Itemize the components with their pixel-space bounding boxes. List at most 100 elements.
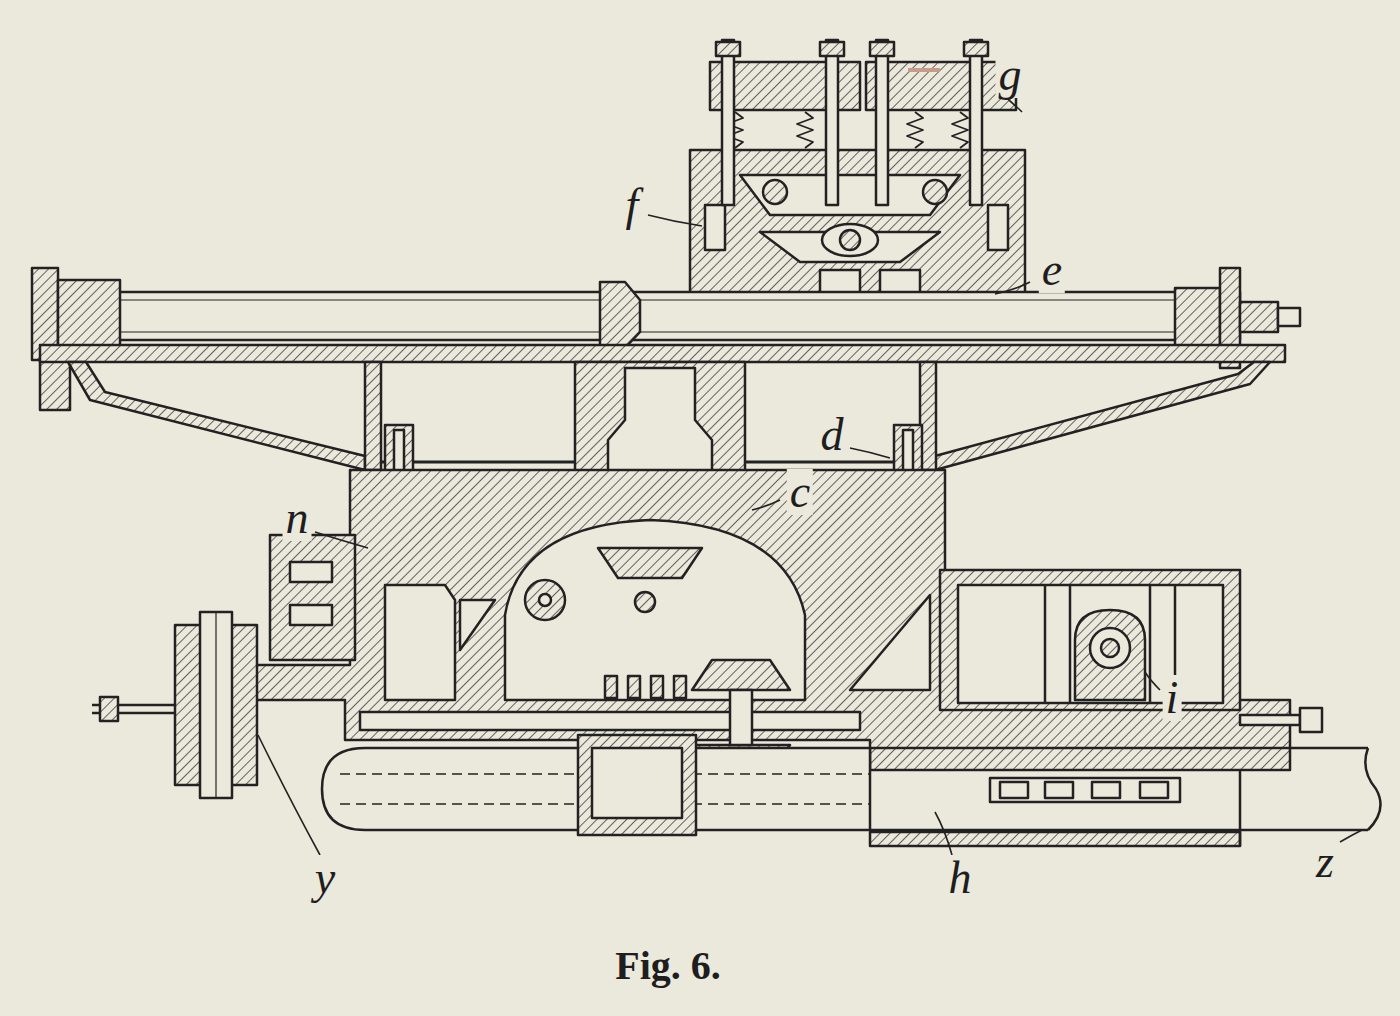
drawing-line: [1240, 302, 1278, 332]
drawing-line: [964, 42, 988, 56]
drawing-line: [923, 180, 947, 204]
drawing-line: [322, 748, 870, 830]
drawing-line: [258, 735, 320, 855]
part-letter: f: [623, 182, 642, 228]
bearing-box: [940, 570, 1322, 732]
drawing-line: [1045, 782, 1073, 798]
drawing-line: [1239, 770, 1242, 846]
drawing-line: [995, 282, 1030, 294]
drawing-line: [40, 360, 70, 410]
drawing-line: [1101, 639, 1119, 657]
drawing-line: [32, 40, 1381, 855]
part-letter: h: [946, 855, 975, 901]
drawing-line: [270, 535, 355, 660]
drawing-line: [360, 712, 860, 730]
drawing-line: [1175, 288, 1220, 346]
drawing-line: [1075, 610, 1145, 700]
part-letter: n: [283, 495, 312, 541]
part-letter: d: [818, 412, 847, 458]
drawing-line: [505, 520, 805, 700]
gear-housing: [255, 470, 1290, 772]
drawing-line: [600, 282, 640, 348]
drawing-line: [1092, 782, 1120, 798]
drawing-line: [1044, 585, 1047, 703]
figure-caption: Fig. 6.: [615, 946, 721, 986]
drawing-line: [692, 660, 790, 690]
drawing-line: [935, 362, 1270, 470]
drawing-line: [315, 532, 368, 548]
part-letter: i: [1163, 675, 1182, 721]
drawing-line: [1090, 628, 1130, 668]
drawing-line: [716, 42, 740, 56]
drawing-line: [290, 605, 332, 625]
drawing-line: [990, 778, 1180, 802]
drawing-line: [1240, 715, 1300, 725]
drawing-line: [958, 585, 1223, 703]
lower-shafts: [322, 735, 1381, 846]
leader-lines: [258, 90, 1362, 855]
drawing-line: [648, 215, 702, 226]
drawing-line: [635, 592, 655, 612]
drawing-line: [215, 612, 216, 798]
drawing-line: [752, 500, 780, 510]
drawing-line: [40, 345, 1285, 362]
drawing-line: [592, 748, 682, 818]
drawing-line: [200, 612, 232, 798]
drawing-line: [988, 205, 1008, 250]
drawing-line: [870, 42, 894, 56]
drawing-line: [628, 676, 640, 698]
drawing-line: [940, 570, 1240, 710]
drawing-line: [539, 594, 551, 606]
drawing-line: [908, 68, 940, 72]
part-letter: c: [787, 469, 813, 515]
top-slide: [690, 40, 1025, 298]
drawing-line: [722, 40, 734, 205]
drawing-line: [1149, 585, 1152, 703]
drawing-line: [385, 585, 455, 700]
drawing-line: [100, 697, 118, 721]
drawing-line: [365, 362, 381, 470]
drawing-line: [60, 292, 1240, 340]
drawing-line: [763, 180, 787, 204]
part-letter: e: [1039, 247, 1065, 293]
drawing-line: [840, 230, 860, 250]
drawing-line: [826, 40, 838, 205]
drawing-line: [525, 580, 565, 620]
drawing-line: [870, 832, 1240, 846]
drawing-line: [58, 280, 120, 350]
drawing-line: [605, 676, 617, 698]
drawing-line: [850, 448, 890, 458]
drawing-line: [822, 224, 878, 256]
drawing-line: [970, 40, 982, 205]
drawing-line: [730, 690, 752, 745]
drawing-line: [740, 175, 960, 215]
drawing-line: [68, 362, 365, 470]
drawing-line: [1278, 308, 1300, 326]
drawing-line: [255, 470, 1290, 770]
drawing-line: [1000, 782, 1028, 798]
drawing-line: [1069, 585, 1072, 703]
drawing-line: [290, 562, 332, 582]
drawing-line: [935, 812, 952, 855]
drawing-line: [674, 676, 686, 698]
drawing-line: [1365, 748, 1380, 830]
part-letter: g: [996, 52, 1025, 98]
part-letter: y: [312, 855, 338, 901]
part-letter: z: [1313, 839, 1337, 885]
drawing-line: [1140, 782, 1168, 798]
drawing-line: [727, 112, 968, 148]
drawing-line: [876, 40, 888, 205]
drawing-line: [1300, 708, 1322, 732]
drawing-line: [870, 748, 1368, 830]
drawing-line: [598, 548, 702, 578]
drawing-line: [1145, 672, 1160, 690]
drawing-line: [460, 600, 495, 650]
drawing-line: [705, 205, 725, 250]
side-flange: [92, 535, 355, 798]
drawing-line: [1340, 830, 1362, 842]
drawing-line: [850, 595, 930, 690]
drawing-line: [820, 42, 844, 56]
drawing-line: [578, 735, 696, 835]
